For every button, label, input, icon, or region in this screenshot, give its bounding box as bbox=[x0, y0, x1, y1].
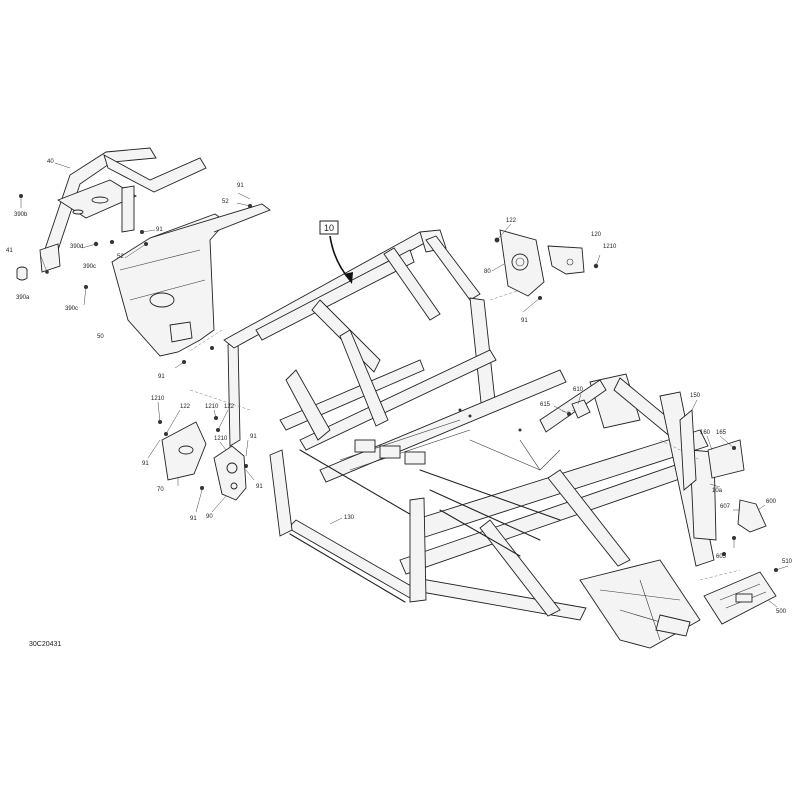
callout-91-8: 91 bbox=[190, 516, 197, 522]
callout-90: 90 bbox=[206, 514, 213, 520]
reference-code: 30C20431 bbox=[29, 641, 62, 648]
part-90-bracket bbox=[213, 445, 247, 501]
callout-10a: 10a bbox=[712, 488, 723, 494]
callout-1210: 1210 bbox=[603, 244, 617, 250]
callout-390a: 390a bbox=[16, 295, 30, 301]
callout-1210-2: 1210 bbox=[151, 396, 165, 402]
callout-165: 165 bbox=[716, 430, 727, 436]
callout-80: 80 bbox=[484, 269, 491, 275]
part-120-mount bbox=[547, 245, 585, 275]
main-callout-10: 10 bbox=[319, 220, 353, 284]
callout-1210-3: 1210 bbox=[205, 404, 219, 410]
callout-500: 500 bbox=[776, 609, 787, 615]
callout-160: 160 bbox=[700, 430, 711, 436]
part-41-plug bbox=[16, 266, 28, 281]
part-50-bracket bbox=[111, 203, 271, 357]
main-frame bbox=[187, 229, 741, 649]
callout-390c: 390c bbox=[83, 264, 96, 270]
leader-lines bbox=[20, 162, 789, 608]
callout-91-6: 91 bbox=[142, 461, 149, 467]
callout-605: 605 bbox=[716, 554, 727, 560]
callout-390b: 390b bbox=[14, 212, 28, 218]
callout-122-2: 122 bbox=[180, 404, 191, 410]
callout-130: 130 bbox=[344, 515, 355, 521]
callout-510: 510 bbox=[782, 559, 793, 565]
callout-122: 122 bbox=[506, 218, 517, 224]
callout-607: 607 bbox=[720, 504, 731, 510]
callout-70: 70 bbox=[157, 487, 164, 493]
callout-91-2: 91 bbox=[156, 227, 163, 233]
callout-91-7: 91 bbox=[256, 484, 263, 490]
main-callout-label: 10 bbox=[324, 223, 334, 233]
callout-91: 91 bbox=[237, 183, 244, 189]
callout-600: 600 bbox=[766, 499, 777, 505]
part-160-cover bbox=[707, 439, 745, 479]
part-500-skid-plate bbox=[703, 571, 777, 625]
callout-91-5: 91 bbox=[250, 434, 257, 440]
callout-122-3: 122 bbox=[224, 404, 235, 410]
part-40-bumper bbox=[39, 147, 207, 273]
part-80-mount bbox=[499, 229, 545, 297]
callout-150: 150 bbox=[690, 393, 701, 399]
callout-50: 50 bbox=[97, 334, 104, 340]
callout-615: 615 bbox=[540, 402, 551, 408]
callout-52: 52 bbox=[222, 199, 229, 205]
callout-390c-2: 390c bbox=[65, 306, 78, 312]
callout-91-3: 91 bbox=[158, 374, 165, 380]
part-600-bracket bbox=[737, 499, 767, 533]
callout-40: 40 bbox=[47, 159, 54, 165]
callout-91-4: 91 bbox=[521, 318, 528, 324]
part-610-clip bbox=[571, 399, 591, 419]
callout-1210-4: 1210 bbox=[214, 436, 228, 442]
part-70-bracket bbox=[161, 421, 207, 481]
callout-120: 120 bbox=[591, 232, 602, 238]
callout-610: 610 bbox=[573, 387, 584, 393]
callout-390d: 390d bbox=[70, 244, 83, 250]
callout-41: 41 bbox=[6, 248, 13, 254]
callout-labels: 40 390b 390d 390c 41 390a 390c 52 52 91 … bbox=[6, 159, 793, 615]
callout-52-2: 52 bbox=[117, 254, 124, 260]
part-150-plate bbox=[679, 409, 697, 491]
